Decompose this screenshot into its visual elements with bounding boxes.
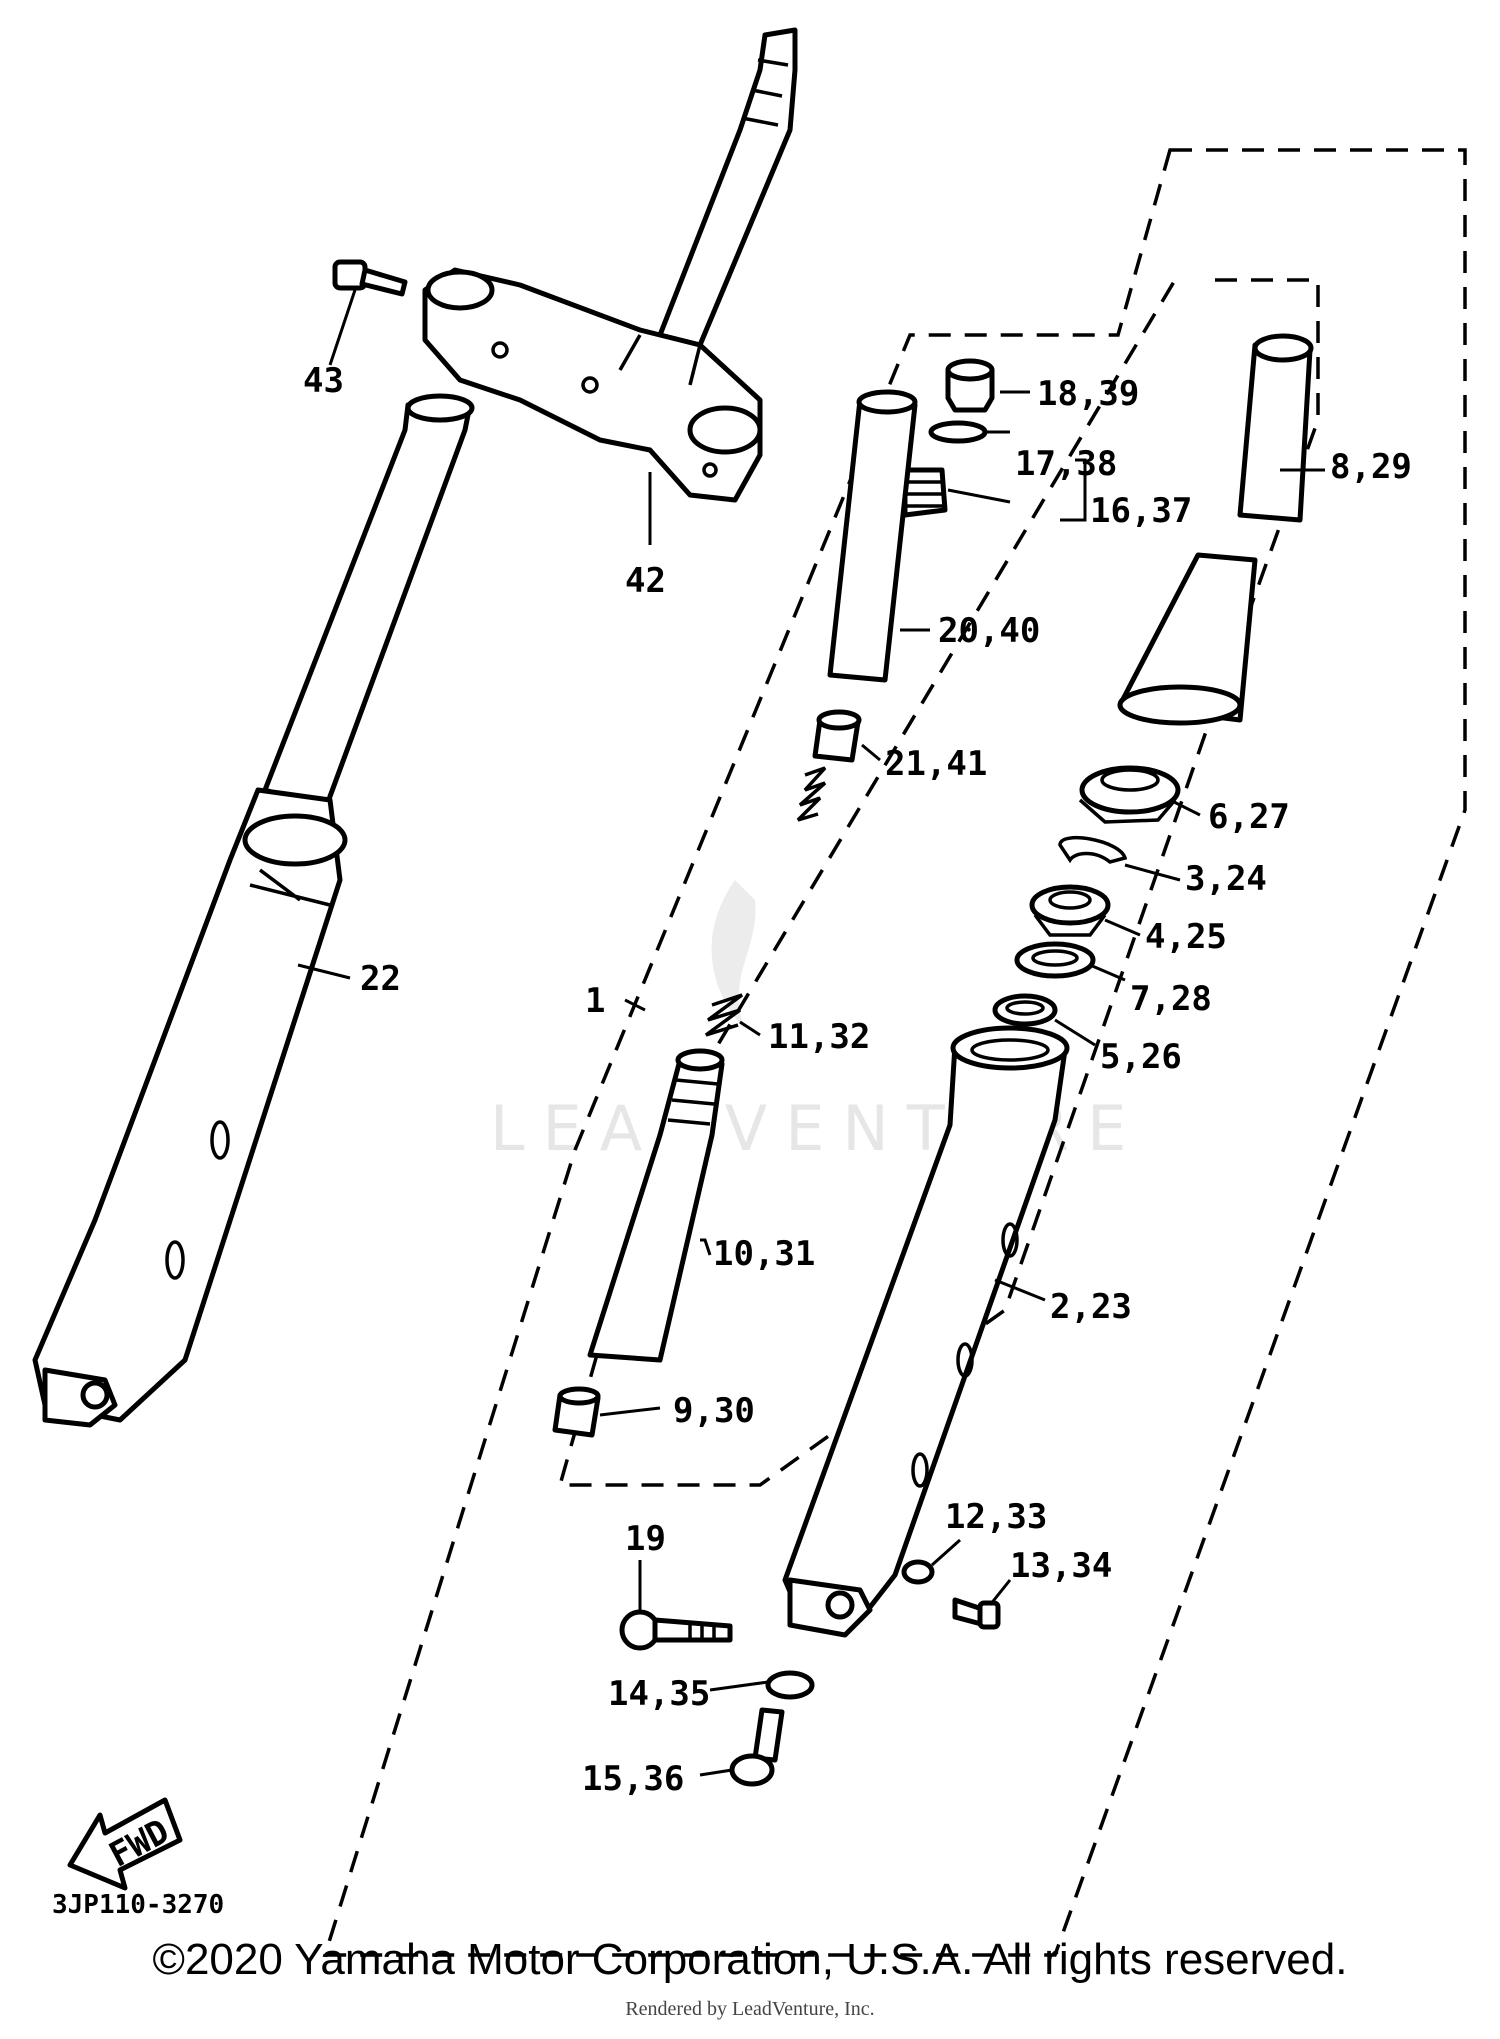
callout-20-40: 20,40 — [938, 611, 1040, 651]
retaining-clip-3-24 — [1058, 836, 1128, 864]
callout-15-36: 15,36 — [582, 1759, 684, 1799]
callout-3-24: 3,24 — [1185, 859, 1267, 899]
callout-42: 42 — [625, 561, 666, 601]
figure-code: 3JP110-3270 — [52, 1890, 225, 1920]
leader-lines — [297, 289, 1325, 1777]
inner-tube-8-29 — [1117, 333, 1314, 726]
rendered-by-notice: Rendered by LeadVenture, Inc. — [625, 1998, 875, 2020]
piston-ring-21-41 — [812, 709, 862, 763]
callout-13-34: 13,34 — [1010, 1546, 1112, 1586]
callout-17-38: 17,38 — [1015, 444, 1117, 484]
front-fork-left-22 — [32, 393, 475, 1428]
bolt-15-36 — [729, 1707, 785, 1787]
bushing-5-26 — [992, 993, 1058, 1027]
washer-12-33 — [901, 1559, 935, 1585]
callout-18-39: 18,39 — [1037, 374, 1139, 414]
damper-rod-10-31 — [587, 1048, 725, 1363]
oil-lock-piece-9-30 — [552, 1386, 601, 1438]
cap-bolt-18-39 — [945, 358, 995, 413]
callout-7-28: 7,28 — [1130, 979, 1212, 1019]
fork-spring-upper — [796, 766, 827, 822]
callout-11-32: 11,32 — [768, 1017, 870, 1057]
gasket-14-35 — [765, 1670, 815, 1700]
callout-8-29: 8,29 — [1330, 447, 1412, 487]
callout-6-27: 6,27 — [1208, 797, 1290, 837]
rebound-spring-11-32 — [704, 993, 744, 1037]
under-bracket-42 — [422, 27, 798, 503]
callouts: 18,39 17,38 16,37 8,29 20,40 21,41 6,27 … — [303, 361, 1412, 1799]
axle-bolt-19 — [619, 1609, 733, 1651]
callout-21-41: 21,41 — [885, 744, 987, 784]
callout-14-35: 14,35 — [608, 1674, 710, 1714]
callout-19: 19 — [625, 1519, 666, 1559]
drain-bolt-13-34 — [952, 1597, 1001, 1630]
bolt-43 — [332, 259, 408, 297]
callout-4-25: 4,25 — [1145, 917, 1227, 957]
washer-7-28 — [1014, 941, 1096, 979]
cap-bolt-16-37 — [902, 467, 948, 518]
callout-16-37: 16,37 — [1090, 491, 1192, 531]
callout-22: 22 — [360, 959, 401, 999]
callout-1: 1 — [585, 981, 605, 1021]
callout-9-30: 9,30 — [673, 1391, 755, 1431]
callout-43: 43 — [303, 361, 344, 401]
oil-seal-4-25 — [1029, 884, 1111, 937]
callout-10-31: 10,31 — [713, 1234, 815, 1274]
callout-12-33: 12,33 — [945, 1497, 1047, 1537]
outer-tube-2-23 — [782, 1025, 1070, 1638]
assembly-boundary-outer — [322, 148, 1467, 1957]
callout-5-26: 5,26 — [1100, 1037, 1182, 1077]
spacer-20-40 — [827, 389, 918, 683]
copyright-notice: ©2020 Yamaha Motor Corporation, U.S.A. A… — [152, 1935, 1348, 1984]
forward-arrow: FWD — [67, 1797, 183, 1891]
dust-seal-6-27 — [1078, 765, 1181, 824]
o-ring-17-38 — [928, 420, 988, 444]
callout-2-23: 2,23 — [1050, 1287, 1132, 1327]
